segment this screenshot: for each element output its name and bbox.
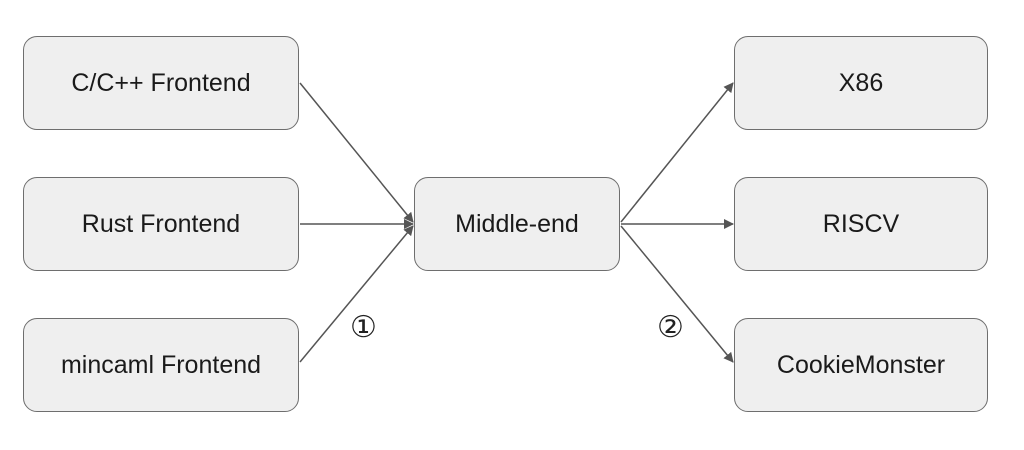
frontend-mincaml-label: mincaml Frontend xyxy=(60,350,262,379)
backend-cookiemonster-box: CookieMonster xyxy=(734,318,988,412)
frontend-rust-label: Rust Frontend xyxy=(81,209,241,238)
backend-x86-label: X86 xyxy=(838,68,884,97)
backend-x86-box: X86 xyxy=(734,36,988,130)
backend-riscv-label: RISCV xyxy=(822,209,900,238)
frontend-cpp-label: C/C++ Frontend xyxy=(71,68,251,97)
step-2-marker: ② xyxy=(657,310,684,345)
arrow-middle-to-x86 xyxy=(620,82,734,223)
step-1-marker: ① xyxy=(350,310,377,345)
arrow-mincaml-to-middle xyxy=(299,225,414,363)
arrow-middle-to-cookiemonster xyxy=(620,225,734,363)
frontend-cpp-box: C/C++ Frontend xyxy=(23,36,299,130)
frontend-rust-box: Rust Frontend xyxy=(23,177,299,271)
arrow-cpp-to-middle xyxy=(299,82,414,223)
backend-riscv-box: RISCV xyxy=(734,177,988,271)
middle-end-label: Middle-end xyxy=(455,209,579,238)
backend-cookiemonster-label: CookieMonster xyxy=(776,350,946,379)
middle-end-box: Middle-end xyxy=(414,177,620,271)
frontend-mincaml-box: mincaml Frontend xyxy=(23,318,299,412)
